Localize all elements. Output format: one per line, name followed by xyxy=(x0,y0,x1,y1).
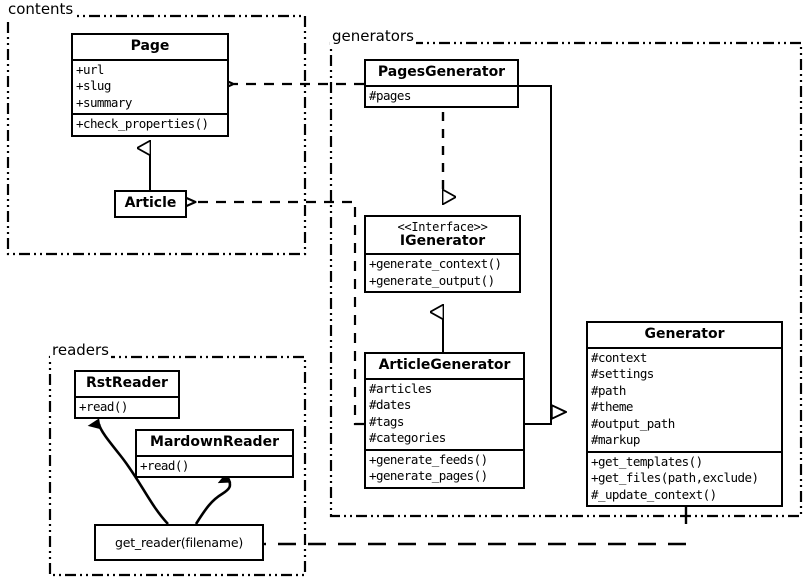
class-member: +read() xyxy=(140,457,189,473)
class-igenerator-title: <<Interface>> IGenerator xyxy=(366,217,519,253)
class-member: #markup xyxy=(591,432,640,448)
relation-articlegenerator-inherits-generator xyxy=(525,412,566,425)
class-igenerator-name: IGenerator xyxy=(399,232,486,249)
relation-articlegenerator-depends-article xyxy=(196,202,364,426)
class-article-generator-title: ArticleGenerator xyxy=(378,357,511,373)
class-article[interactable]: Article xyxy=(114,190,187,218)
class-member: +read() xyxy=(79,398,128,414)
class-member: #articles xyxy=(369,380,432,396)
package-label-contents: contents xyxy=(6,0,76,18)
class-mardown-reader[interactable]: MardownReader +read() xyxy=(135,429,294,479)
class-page-title: Page xyxy=(130,38,170,54)
class-page-attributes: +url +slug +summary xyxy=(73,58,227,114)
package-label-generators: generators xyxy=(330,27,416,45)
class-member: +generate_output() xyxy=(369,272,495,288)
class-article-generator-operations: +generate_feeds() +generate_pages() xyxy=(366,448,523,487)
class-article-title: Article xyxy=(124,195,177,211)
function-get-reader[interactable]: get_reader(filename) xyxy=(94,524,264,561)
class-article-generator[interactable]: ArticleGenerator #articles #dates #tags … xyxy=(364,352,525,489)
class-member: +generate_feeds() xyxy=(369,451,488,467)
class-page[interactable]: Page +url +slug +summary +check_properti… xyxy=(71,33,229,137)
class-member: +slug xyxy=(76,78,111,94)
class-member: #dates xyxy=(369,397,411,413)
relation-pagesgenerator-inherits-generator xyxy=(519,85,566,412)
class-generator-attributes: #context #settings #path #theme #output_… xyxy=(588,346,781,451)
class-member: +summary xyxy=(76,94,132,110)
class-member: +check_properties() xyxy=(76,116,209,132)
class-member: #settings xyxy=(591,366,654,382)
class-article-generator-attributes: #articles #dates #tags #categories xyxy=(366,377,523,449)
class-member: +url xyxy=(76,61,104,77)
class-member: #context xyxy=(591,349,647,365)
class-pages-generator[interactable]: PagesGenerator #pages xyxy=(364,59,519,109)
class-mardown-reader-operations: +read() xyxy=(137,454,292,477)
class-member: #output_path xyxy=(591,415,675,431)
class-member: #tags xyxy=(369,413,404,429)
class-member: #categories xyxy=(369,430,446,446)
class-generator-operations: +get_templates() +get_files(path,exclude… xyxy=(588,450,781,506)
class-member: +get_files(path,exclude) xyxy=(591,470,759,486)
class-igenerator[interactable]: <<Interface>> IGenerator +generate_conte… xyxy=(364,215,521,294)
class-member: +get_templates() xyxy=(591,453,703,469)
class-member: #theme xyxy=(591,399,633,415)
class-member: +generate_context() xyxy=(369,256,502,272)
function-get-reader-label: get_reader(filename) xyxy=(115,535,243,550)
relation-get-reader-uses-mardownreader xyxy=(194,472,232,525)
class-member: +generate_pages() xyxy=(369,468,488,484)
class-generator-title: Generator xyxy=(644,326,725,342)
class-generator[interactable]: Generator #context #settings #path #them… xyxy=(586,321,783,508)
class-rst-reader-operations: +read() xyxy=(76,395,178,418)
class-page-operations: +check_properties() xyxy=(73,113,227,135)
class-igenerator-operations: +generate_context() +generate_output() xyxy=(366,253,519,291)
class-member: #_update_context() xyxy=(591,486,717,502)
class-rst-reader[interactable]: RstReader +read() xyxy=(74,370,180,420)
class-mardown-reader-title: MardownReader xyxy=(150,434,279,450)
class-member: #path xyxy=(591,382,626,398)
class-member: #pages xyxy=(369,87,411,103)
package-label-readers: readers xyxy=(50,341,111,359)
class-pages-generator-title: PagesGenerator xyxy=(377,64,506,80)
class-rst-reader-title: RstReader xyxy=(86,375,168,391)
class-pages-generator-attributes: #pages xyxy=(366,84,517,107)
relation-generator-depends-get-reader xyxy=(265,504,688,544)
